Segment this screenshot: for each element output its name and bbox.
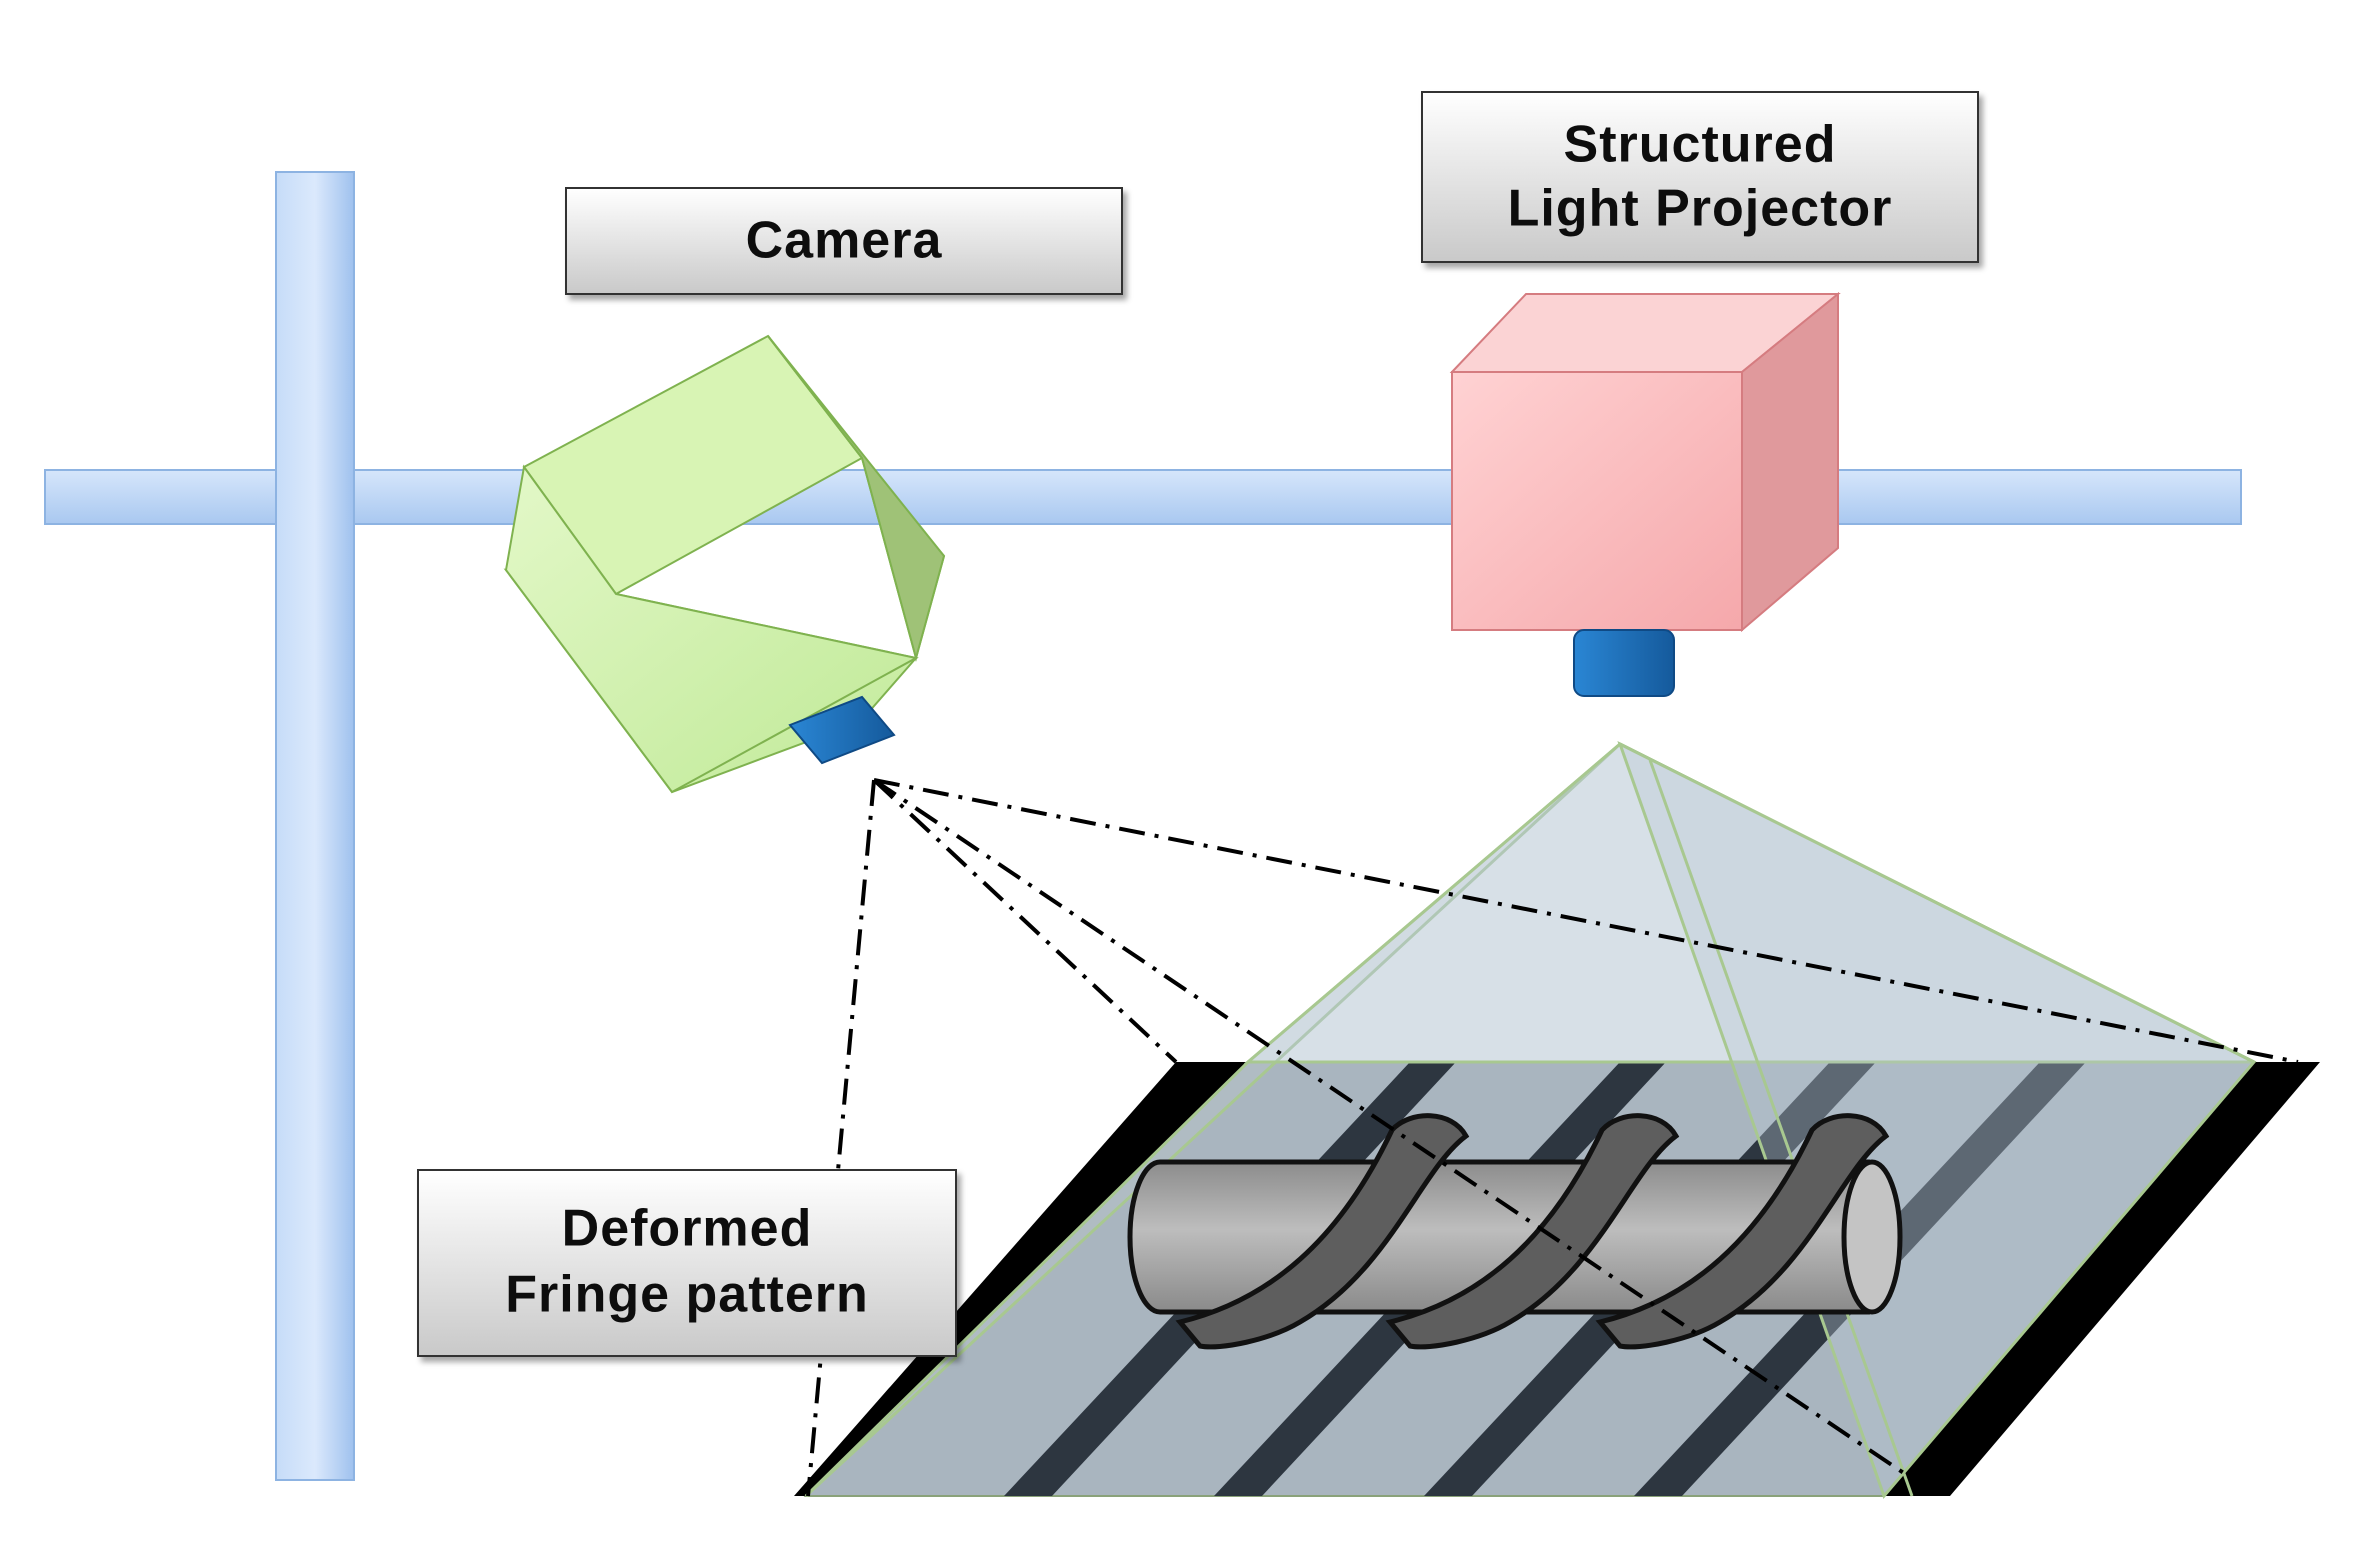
helix-fringe: [1385, 1113, 1680, 1350]
helix-fringe: [1175, 1113, 1470, 1350]
vertical-post: [275, 171, 355, 1481]
fringe-label-line2: Fringe pattern: [505, 1266, 869, 1324]
camera-cube-icon: [503, 334, 946, 794]
camera-view-lines: [806, 778, 2299, 1497]
helix-fringe: [1595, 1113, 1890, 1350]
camera-label-text: Camera: [746, 212, 943, 270]
view-line: [873, 778, 2299, 1064]
cylinder-end-cap: [1841, 1159, 1903, 1315]
frustum-edge: [1648, 759, 1914, 1497]
cylinder-object: [1127, 1113, 1903, 1350]
camera-label-box: [565, 187, 1123, 295]
surface-shadow-edge: [794, 1062, 1248, 1496]
projector-label: Structured Light Projector: [1421, 91, 1979, 263]
frustum-edge: [1619, 742, 2255, 1064]
surface-right-edge: [1884, 1062, 2320, 1496]
view-line: [872, 778, 1178, 1064]
camera-label: Camera: [565, 187, 1123, 295]
horizontal-rail: [44, 469, 2242, 525]
projector-cube-icon: [1449, 291, 1841, 697]
view-line: [872, 778, 1928, 1490]
projector-label-box: [1421, 91, 1979, 263]
projector-front-face: [1451, 371, 1743, 631]
projection-frustum: [804, 740, 2257, 1499]
fringe-label: Deformed Fringe pattern: [417, 1169, 957, 1357]
fringe-label-box: [417, 1169, 957, 1357]
view-line: [806, 779, 876, 1497]
projector-label-line2: Light Projector: [1508, 180, 1893, 238]
camera-lens: [788, 695, 896, 765]
projector-label-line1: Structured: [1564, 116, 1837, 174]
projector-lens: [1573, 629, 1675, 697]
fringe-label-line1: Deformed: [562, 1200, 813, 1258]
